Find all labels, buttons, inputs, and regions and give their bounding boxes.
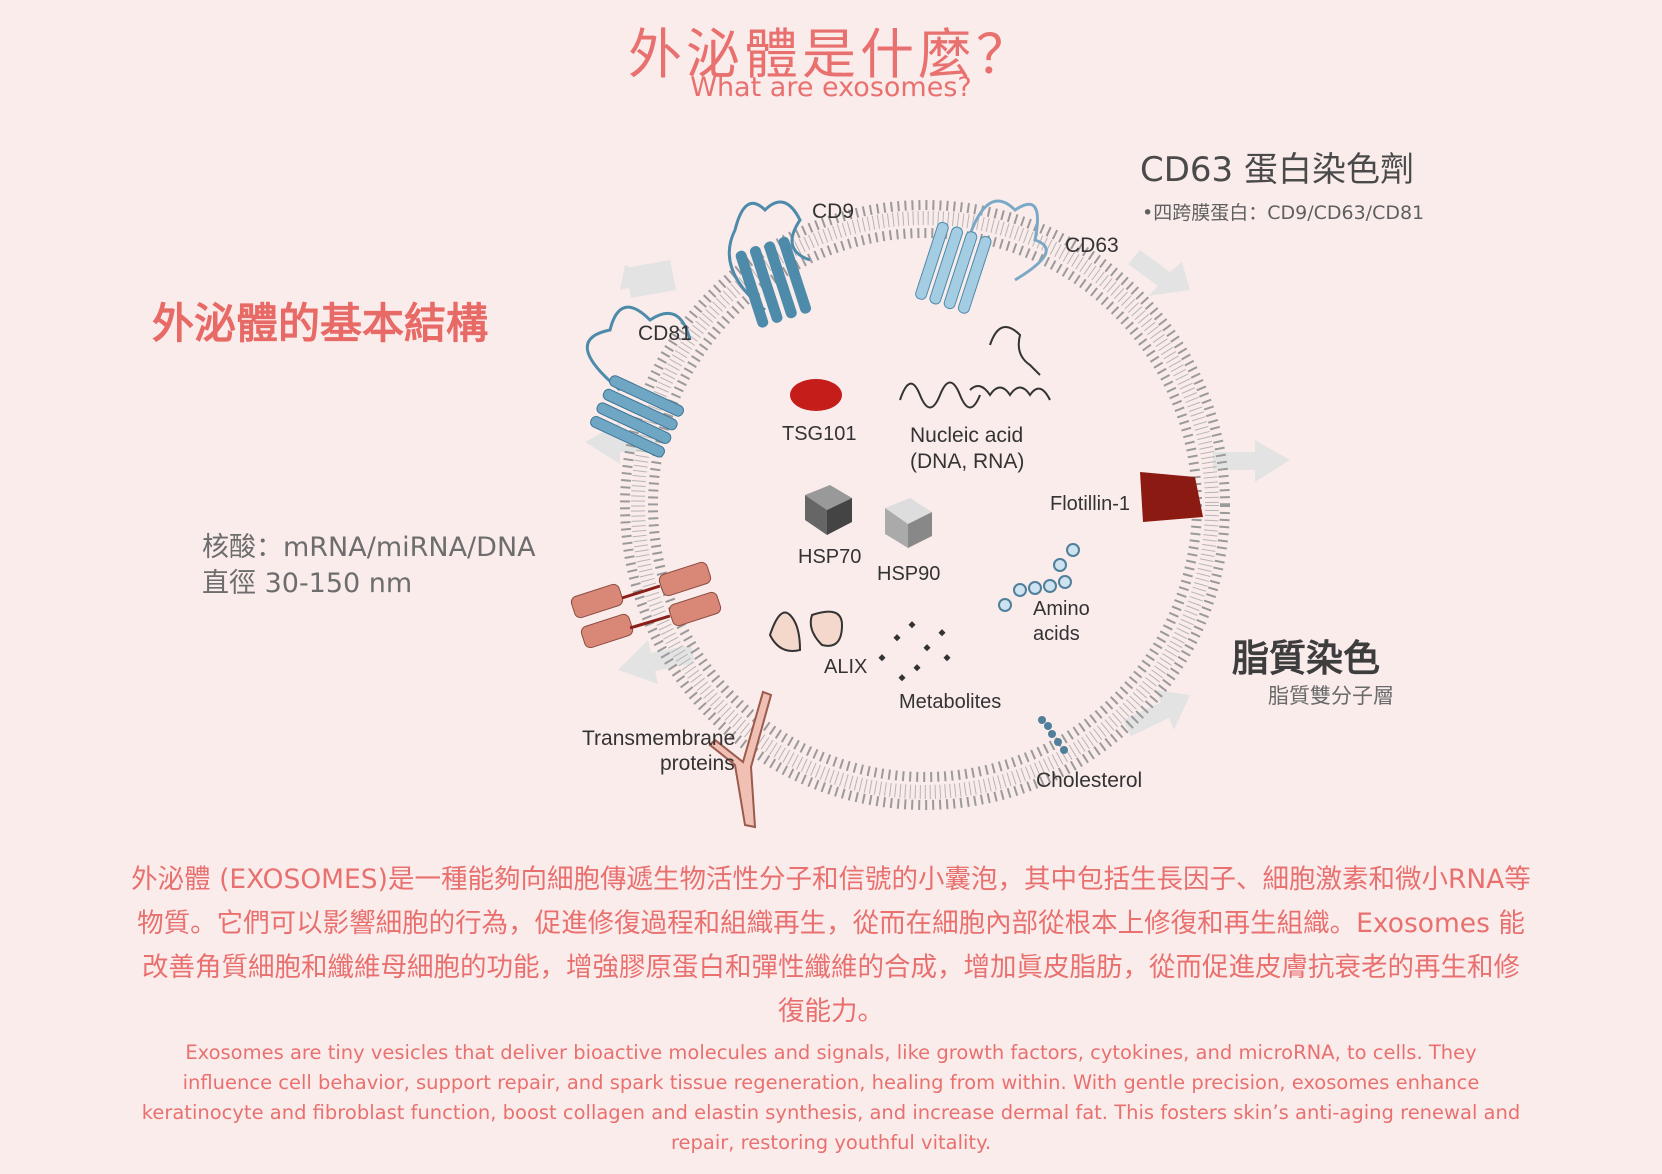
nucleic-info: 核酸：mRNA/miRNA/DNA 直徑 30-150 nm bbox=[202, 530, 536, 602]
label-hsp90: HSP90 bbox=[877, 563, 940, 585]
label-metabolites: Metabolites bbox=[899, 691, 1001, 713]
cd81-protein bbox=[585, 305, 692, 458]
label-cd81: CD81 bbox=[638, 322, 692, 345]
label-nucleic-1: Nucleic acid bbox=[910, 424, 1023, 447]
label-amino-1: Amino bbox=[1033, 598, 1090, 620]
label-transmembrane-1: Transmembrane bbox=[582, 727, 735, 750]
lipid-subtitle: 脂質雙分子層 bbox=[1268, 684, 1394, 708]
arrow-icon bbox=[1213, 440, 1290, 482]
page-subtitle: What are exosomes? bbox=[690, 72, 972, 103]
description-en: Exosomes are tiny vesicles that deliver … bbox=[141, 1041, 1521, 1154]
cd63-title: CD63 蛋白染色劑 bbox=[1140, 150, 1414, 190]
arrow-icon bbox=[620, 260, 676, 298]
metabolites bbox=[878, 621, 951, 682]
label-cholesterol: Cholesterol bbox=[1036, 769, 1142, 792]
cholesterol-molecule bbox=[1038, 716, 1068, 754]
hsp90-protein bbox=[885, 498, 932, 548]
label-nucleic-2: (DNA, RNA) bbox=[910, 450, 1024, 473]
exosome-diagram: CD9 CD63 CD81 TSG101 Nucleic acid (DNA, … bbox=[570, 199, 1290, 829]
hsp70-protein bbox=[805, 485, 852, 535]
transmembrane-protein bbox=[708, 690, 773, 829]
alix-protein bbox=[768, 610, 844, 652]
description-zh: 外泌體 (EXOSOMES)是一種能夠向細胞傳遞生物活性分子和信號的小囊泡，其中… bbox=[131, 864, 1531, 1027]
nucleic-acid-hairpin bbox=[989, 326, 1041, 376]
arrow-icon bbox=[1123, 690, 1190, 736]
lipid-title: 脂質染色 bbox=[1232, 637, 1380, 680]
nucleic-acid-strand bbox=[899, 381, 981, 409]
nucleic-acid-strand bbox=[969, 385, 1051, 401]
arrow-icons bbox=[585, 250, 1290, 736]
page-title: 外泌體是什麼？ bbox=[628, 23, 1034, 86]
cd9-protein bbox=[727, 200, 812, 328]
arrow-icon bbox=[1128, 250, 1190, 296]
amino-acid-chain bbox=[998, 543, 1080, 612]
diameter-line: 直徑 30-150 nm bbox=[202, 568, 413, 599]
cd63-subtitle: •四跨膜蛋白：CD9/CD63/CD81 bbox=[1142, 202, 1425, 224]
arrow-icon bbox=[618, 640, 695, 684]
label-hsp70: HSP70 bbox=[798, 546, 861, 568]
label-flotillin: Flotillin-1 bbox=[1050, 493, 1130, 515]
label-alix: ALIX bbox=[824, 656, 867, 678]
label-cd63: CD63 bbox=[1065, 234, 1119, 257]
cd63-protein bbox=[915, 199, 1048, 314]
nucleic-line: 核酸：mRNA/miRNA/DNA bbox=[202, 532, 536, 563]
flotillin-protein bbox=[1140, 472, 1203, 522]
label-tsg101: TSG101 bbox=[782, 423, 856, 445]
arrow-icon bbox=[585, 422, 660, 464]
label-cd9: CD9 bbox=[812, 200, 854, 223]
structure-title: 外泌體的基本結構 bbox=[152, 299, 489, 348]
tsg101-protein bbox=[790, 379, 842, 411]
transmembrane-blocks bbox=[570, 561, 722, 649]
label-amino-2: acids bbox=[1033, 623, 1080, 645]
label-transmembrane-2: proteins bbox=[660, 752, 735, 775]
